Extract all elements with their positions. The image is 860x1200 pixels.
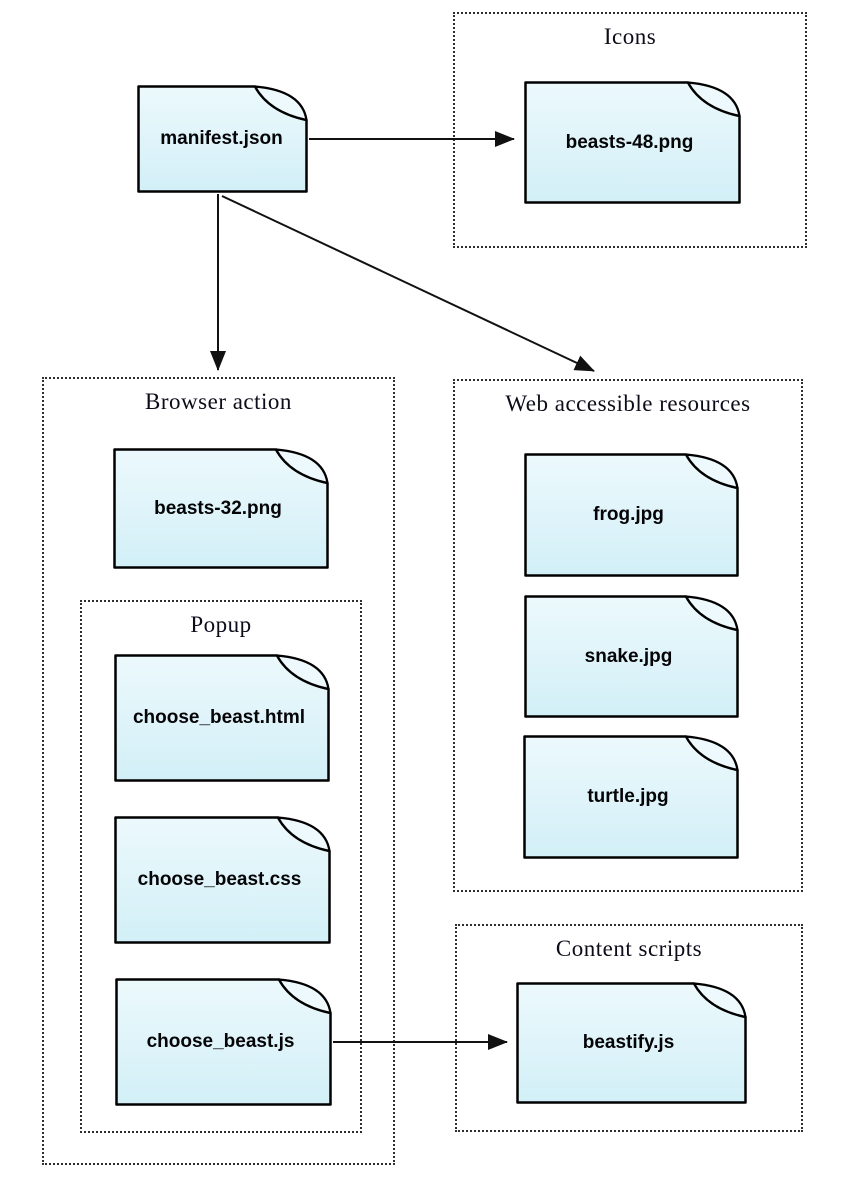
file-node-manifest-json: manifest.json [136,84,309,194]
folded-corner [253,85,308,122]
file-label: beasts-32.png [154,497,282,519]
group-popup: Popup [80,600,362,1133]
file-node-snake-jpg: snake.jpg [523,594,740,719]
folded-corner [275,654,330,691]
file-node-frog-jpg: frog.jpg [523,452,740,578]
folded-corner [692,982,747,1019]
document-shape [115,978,332,1106]
group-web-accessible-resources-title: Web accessible resources [505,391,751,416]
file-label: beasts-48.png [565,131,694,153]
folded-corner [686,81,741,118]
file-node-choose-beast-css: choose_beast.css [113,815,332,945]
file-label: frog.jpg [593,504,664,525]
group-icons-title: Icons [603,24,657,49]
document-shape [524,595,739,718]
document-shape [137,85,308,193]
file-node-beastify-js: beastify.js [515,981,748,1105]
document-shape [114,816,331,944]
file-label: manifest.json [160,128,283,149]
file-node-turtle-jpg: turtle.jpg [522,734,740,860]
group-web-accessible-resources: Web accessible resources [453,379,803,892]
document-shape [524,81,741,204]
group-popup-title: Popup [190,612,252,637]
folded-corner [684,735,739,772]
file-label: turtle.jpg [587,786,669,807]
document-shape [524,453,739,577]
document-shape [523,735,739,859]
document-shape [114,654,330,782]
file-node-beasts-48-png: beasts-48.png [523,80,742,205]
document-shape [113,448,329,569]
folded-corner [684,453,739,490]
file-label: choose_beast.js [146,1031,295,1052]
document-shape [516,982,747,1104]
group-browser-action: Browser action [42,377,395,1165]
file-label: snake.jpg [584,645,673,667]
group-browser-action-title: Browser action [145,389,292,414]
folded-corner [274,448,329,485]
group-content-scripts: Content scripts [455,924,803,1132]
folded-corner [276,816,331,853]
file-label: choose_beast.css [137,869,302,890]
file-node-choose-beast-html: choose_beast.html [113,653,331,783]
file-label: beastify.js [582,1032,675,1053]
file-node-beasts-32-png: beasts-32.png [112,447,330,570]
folded-corner [277,978,332,1015]
folded-corner [684,595,739,632]
group-icons: Icons [453,12,807,248]
group-content-scripts-title: Content scripts [555,936,703,961]
file-node-choose-beast-js: choose_beast.js [114,977,333,1107]
file-label: choose_beast.html [132,707,306,728]
